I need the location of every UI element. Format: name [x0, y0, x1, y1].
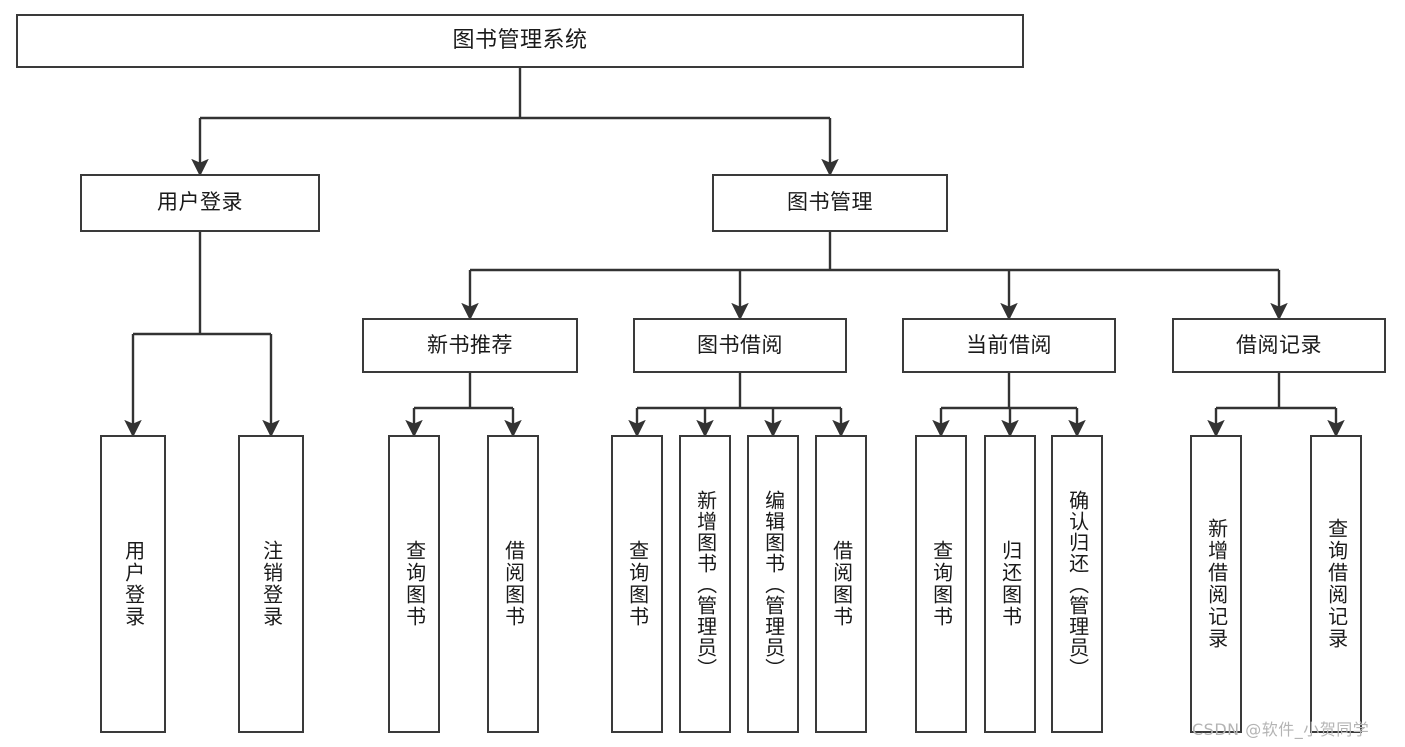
node-label: 当前借阅 — [966, 332, 1052, 357]
node-label: 归还图书 — [998, 540, 1023, 628]
node-label: 注销登录 — [259, 540, 284, 628]
node-label: 借阅记录 — [1236, 332, 1322, 357]
node-label: 图书管理 — [787, 190, 873, 215]
csdn-watermark: CSDN @软件_小贺同学 — [1192, 720, 1370, 739]
node-借阅记录[interactable]: 借阅记录 — [1172, 318, 1386, 373]
node-借阅图书[interactable]: 借阅图书 — [487, 435, 539, 733]
node-新书推荐[interactable]: 新书推荐 — [362, 318, 578, 373]
node-编辑图书管理员[interactable]: 编辑图书（管理员） — [747, 435, 799, 733]
node-确认归还管理员[interactable]: 确认归还（管理员） — [1051, 435, 1103, 733]
node-查询图书[interactable]: 查询图书 — [915, 435, 967, 733]
node-图书管理系统[interactable]: 图书管理系统 — [16, 14, 1024, 68]
node-label: 新书推荐 — [427, 332, 513, 357]
node-图书管理[interactable]: 图书管理 — [712, 174, 948, 232]
node-label: 新增借阅记录 — [1204, 518, 1229, 650]
node-label: 查询图书 — [625, 540, 650, 628]
node-归还图书[interactable]: 归还图书 — [984, 435, 1036, 733]
node-label: 新增图书（管理员） — [693, 489, 718, 679]
node-用户登录[interactable]: 用户登录 — [80, 174, 320, 232]
node-label: 用户登录 — [121, 540, 146, 628]
node-label: 用户登录 — [157, 190, 243, 215]
node-当前借阅[interactable]: 当前借阅 — [902, 318, 1116, 373]
node-label: 图书管理系统 — [452, 27, 588, 53]
node-label: 查询图书 — [402, 540, 427, 628]
node-查询借阅记录[interactable]: 查询借阅记录 — [1310, 435, 1362, 733]
node-查询图书[interactable]: 查询图书 — [611, 435, 663, 733]
node-label: 图书借阅 — [697, 332, 783, 357]
node-label: 确认归还（管理员） — [1065, 489, 1090, 679]
node-label: 查询图书 — [929, 540, 954, 628]
node-label: 编辑图书（管理员） — [761, 489, 786, 679]
node-查询图书[interactable]: 查询图书 — [388, 435, 440, 733]
node-label: 借阅图书 — [829, 540, 854, 628]
node-label: 查询借阅记录 — [1324, 518, 1349, 650]
node-借阅图书[interactable]: 借阅图书 — [815, 435, 867, 733]
node-新增借阅记录[interactable]: 新增借阅记录 — [1190, 435, 1242, 733]
node-label: 借阅图书 — [501, 540, 526, 628]
node-图书借阅[interactable]: 图书借阅 — [633, 318, 847, 373]
node-注销登录[interactable]: 注销登录 — [238, 435, 304, 733]
node-新增图书管理员[interactable]: 新增图书（管理员） — [679, 435, 731, 733]
node-用户登录[interactable]: 用户登录 — [100, 435, 166, 733]
